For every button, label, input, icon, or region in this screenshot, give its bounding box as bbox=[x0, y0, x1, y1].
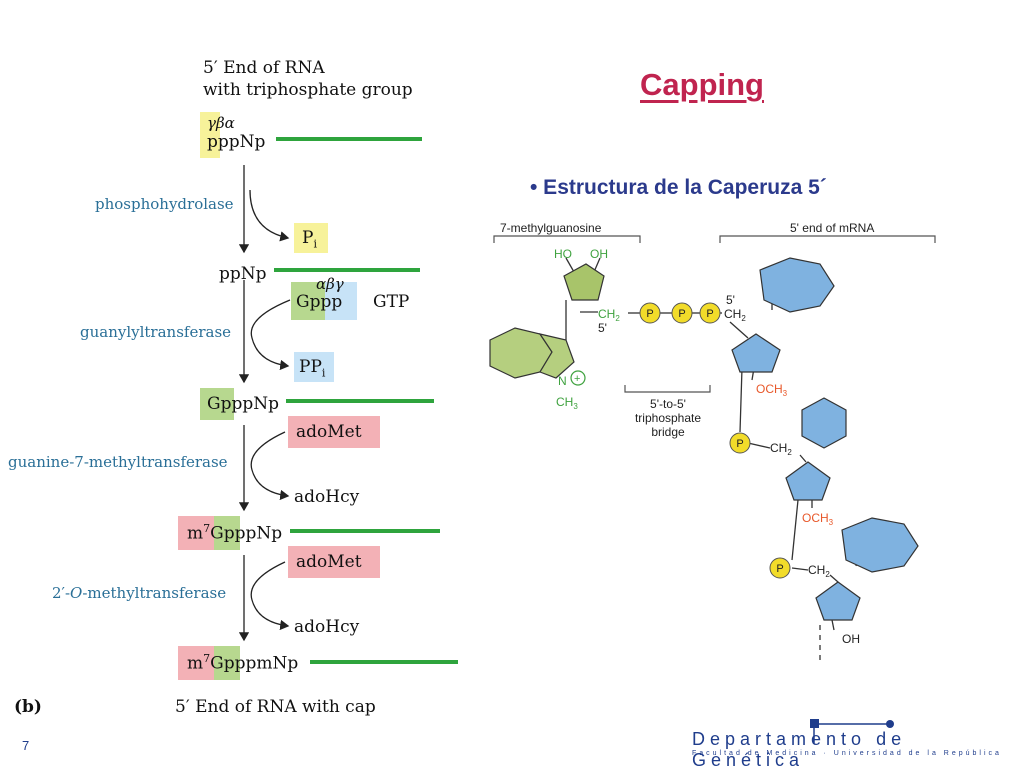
mrna-ribose-1 bbox=[731, 333, 781, 373]
phosphate-4 bbox=[729, 432, 751, 454]
chemical-bonds bbox=[565, 257, 859, 665]
bracket-mrna-end bbox=[719, 235, 936, 243]
phosphate-5 bbox=[769, 557, 791, 579]
pi-highlight bbox=[294, 223, 328, 253]
label-5-end-mrna: 5' end of mRNA bbox=[790, 221, 874, 235]
arrow-curve-adohcy-1 bbox=[250, 431, 290, 501]
bullet-text: • Estructura de la Caperuza 5´ bbox=[530, 176, 827, 199]
pathway-arrows bbox=[238, 165, 291, 642]
species-pppNp: pppNp bbox=[207, 132, 266, 152]
phosphate-4-label: P bbox=[736, 438, 743, 450]
product-pi: Pi bbox=[302, 228, 317, 251]
cap-structure-diagram: 7-methylguanosine 5' end of mRNA 5'-to-5… bbox=[489, 221, 936, 665]
phosphate-3: P bbox=[706, 308, 713, 320]
arrow-curve-pi bbox=[249, 189, 290, 242]
substrate-adomet-2: adoMet bbox=[296, 552, 362, 572]
triphosphate-highlight bbox=[200, 112, 220, 158]
department-logo-graphic bbox=[810, 719, 894, 744]
label-7-methylguanosine: 7-methylguanosine bbox=[500, 221, 602, 235]
pathway-footer: 5′ End of RNA with cap bbox=[175, 697, 376, 717]
species-m7GpppNp: m7GpppNp bbox=[187, 522, 283, 544]
m7-highlight-1 bbox=[178, 516, 214, 550]
guanine-base-ring-2 bbox=[538, 333, 575, 379]
arrow-curve-adohcy-2 bbox=[250, 561, 290, 631]
phosphate-5-label: P bbox=[776, 563, 783, 575]
substrate-adomet-1: adoMet bbox=[296, 422, 362, 442]
rna-strand-3 bbox=[286, 399, 434, 403]
enzyme-guanine-7-methyltransferase: guanine-7-methyltransferase bbox=[8, 453, 228, 471]
enzyme-2-o-methyltransferase: 2′-O-methyltransferase bbox=[52, 584, 227, 602]
mrna-base-3 bbox=[841, 517, 919, 573]
gtp-phosphate-highlight bbox=[325, 282, 357, 320]
enzyme-phosphohydrolase: phosphohydrolase bbox=[95, 195, 234, 213]
species-m7GpppmNp: m7GpppmNp bbox=[187, 652, 299, 674]
m7-highlight-2 bbox=[178, 646, 214, 680]
phosphate-1: P bbox=[646, 308, 653, 320]
product-ppi: PPi bbox=[299, 357, 326, 380]
department-subtitle: Facultad de Medicina · Universidad de la… bbox=[692, 750, 1002, 757]
pathway-header-line2: with triphosphate group bbox=[203, 80, 413, 100]
label-n-plus: N bbox=[558, 374, 567, 388]
label-ch2-right-1: CH2 bbox=[724, 307, 746, 323]
bracket-methylguanosine bbox=[493, 235, 641, 243]
arrow-curve-ppi bbox=[250, 299, 291, 371]
species-ppNp: ppNp bbox=[219, 264, 267, 284]
phosphate-2: P bbox=[678, 308, 685, 320]
adomet-highlight-1 bbox=[288, 416, 380, 448]
guanosine-highlight-4 bbox=[214, 646, 240, 680]
product-adohcy-2: adoHcy bbox=[294, 617, 360, 637]
label-bridge-2: triphosphate bbox=[635, 411, 701, 425]
label-och3-1: OCH3 bbox=[756, 382, 788, 398]
label-och3-2: OCH3 bbox=[802, 511, 834, 527]
label-oh-top: OH bbox=[590, 247, 608, 261]
slide-number: 7 bbox=[22, 738, 30, 753]
mrna-base-2 bbox=[801, 397, 847, 449]
label-plus: + bbox=[574, 373, 580, 385]
rna-strand-4 bbox=[290, 529, 440, 533]
enzyme-guanylyltransferase: guanylyltransferase bbox=[80, 323, 232, 341]
substrate-gtp: GTP bbox=[373, 292, 410, 312]
slide-title: Capping bbox=[640, 67, 764, 102]
panel-label: (b) bbox=[14, 697, 42, 717]
label-ch3-n: CH3 bbox=[556, 395, 578, 411]
positive-charge-circle bbox=[570, 370, 586, 386]
label-ho: HO bbox=[554, 247, 572, 261]
pathway-header-line1: 5′ End of RNA bbox=[203, 58, 325, 78]
mrna-ribose-3 bbox=[815, 581, 861, 621]
rna-strand-2 bbox=[274, 268, 420, 272]
label-oh-bottom: OH bbox=[842, 632, 860, 646]
species-GpppNp: GpppNp bbox=[207, 394, 279, 414]
guanosine-highlight-3 bbox=[214, 516, 240, 550]
rna-strand-5 bbox=[310, 660, 458, 664]
triphosphate-bridge bbox=[639, 302, 721, 324]
adomet-highlight-2 bbox=[288, 546, 380, 578]
guanosine-highlight-2 bbox=[200, 388, 234, 420]
label-ch2-right-3: CH2 bbox=[808, 563, 830, 579]
label-ch2-right-2: CH2 bbox=[770, 441, 792, 457]
mrna-ribose-2 bbox=[785, 461, 831, 501]
label-5-prime-right: 5' bbox=[726, 293, 735, 307]
greek-gamma-beta-alpha: γβα bbox=[207, 114, 235, 132]
ppi-highlight bbox=[294, 352, 334, 382]
substrate-gppp: Gppp bbox=[296, 292, 343, 312]
ribose-left bbox=[563, 263, 605, 301]
label-bridge-3: bridge bbox=[651, 425, 685, 439]
rna-strand-1 bbox=[276, 137, 422, 141]
bracket-bridge bbox=[624, 385, 711, 393]
guanosine-highlight bbox=[291, 282, 325, 320]
label-5-prime-left: 5' bbox=[598, 321, 607, 335]
product-adohcy-1: adoHcy bbox=[294, 487, 360, 507]
mrna-base-1 bbox=[759, 257, 835, 313]
greek-alpha-beta-gamma: αβγ bbox=[316, 275, 344, 293]
label-ch2-left: CH2 bbox=[598, 307, 620, 323]
label-bridge-1: 5'-to-5' bbox=[650, 397, 686, 411]
department-name: Departamento de Genética bbox=[692, 729, 907, 770]
